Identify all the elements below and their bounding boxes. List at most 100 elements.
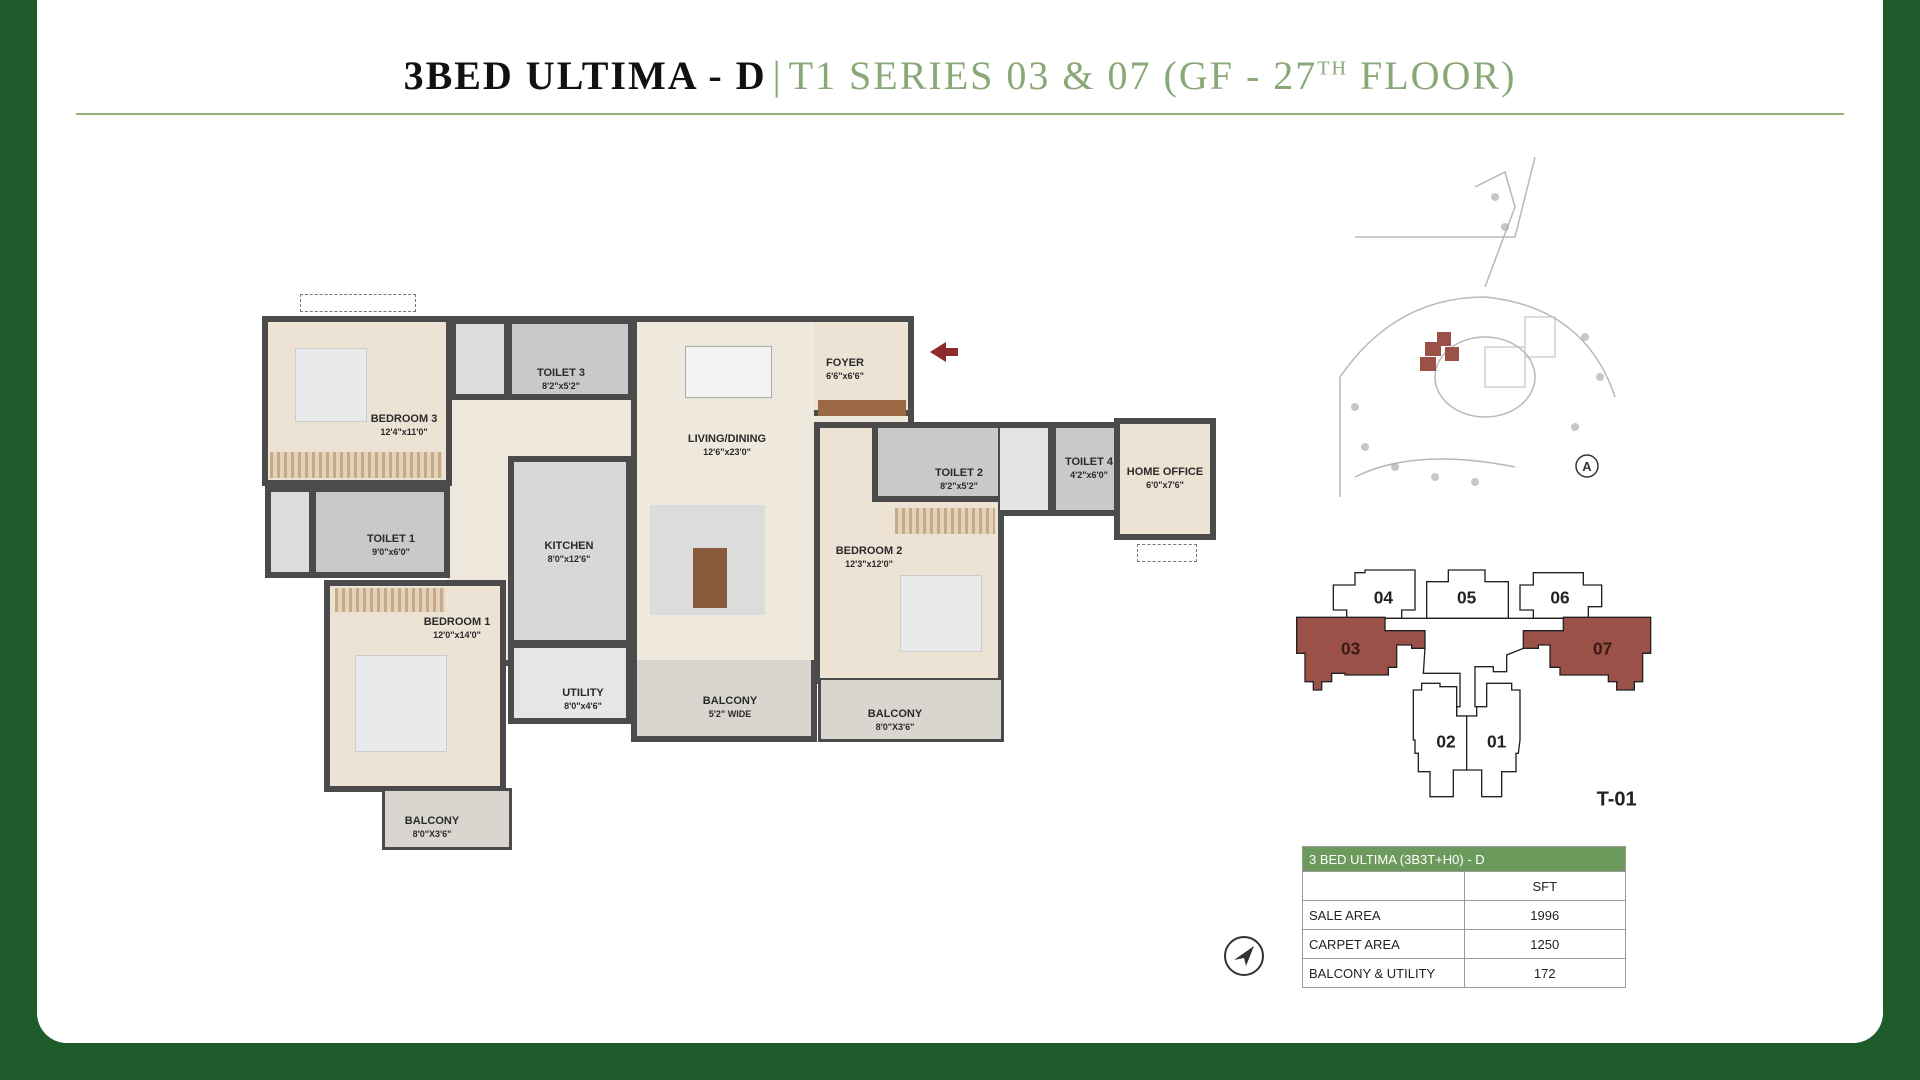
tower-label: T-01 [1597,789,1637,811]
room-name: BALCONY [867,708,923,720]
window-projection [300,294,416,312]
room-dim: 8'0"x12'6" [547,554,591,564]
room-name: KITCHEN [544,540,594,552]
area-value: 172 [1463,958,1626,988]
area-label: BALCONY & UTILITY [1302,958,1465,988]
area-value: 1996 [1463,900,1626,930]
room-toilet-3 [506,318,634,400]
dining-table [685,346,772,398]
title-tail: FLOOR) [1347,53,1517,98]
entrance-arrow-icon [930,342,958,362]
compass-icon [1224,936,1264,976]
unit-label: 01 [1487,732,1507,752]
room-name: TOILET 3 [536,367,586,379]
bed [295,348,367,422]
room-label: KITCHEN 8'0"x12'6" [545,540,594,566]
unit-label: 06 [1550,587,1570,607]
title-separator: | [772,53,783,98]
room-dim: 12'0"x14'0" [433,630,481,640]
wardrobe [335,588,445,612]
room-label: TOILET 1 9'0"x6'0" [367,533,415,559]
bed [355,655,447,752]
shower-area [450,318,510,400]
wardrobe [895,508,995,534]
room-dim: 8'2"x5'2" [542,381,580,391]
page-title: 3BED ULTIMA - D|T1 SERIES 03 & 07 (GF - … [0,52,1920,99]
area-table-header: 3 BED ULTIMA (3B3T+H0) - D [1302,846,1626,872]
room-name: TOILET 4 [1064,456,1114,468]
area-unit: SFT [1463,871,1626,901]
room-dim: 12'3"x12'0" [845,559,893,569]
room-name: BEDROOM 1 [423,616,491,628]
room-name: HOME OFFICE [1126,466,1204,478]
site-landscape [1434,336,1536,418]
room-dim: 6'0"x7'6" [1146,480,1184,490]
unit-label: 02 [1436,732,1455,752]
room-name: TOILET 2 [934,467,984,479]
console [818,400,906,416]
unit-label: 04 [1374,587,1394,607]
room-name: BEDROOM 3 [370,413,438,425]
room-dim: 12'4"x11'0" [380,427,428,437]
room-dim: 9'0"x6'0" [372,547,410,557]
title-sub: T1 SERIES 03 & 07 (GF - 27TH FLOOR) [789,53,1517,98]
room-kitchen [508,456,632,646]
room-dim: 4'2"x6'0" [1070,470,1108,480]
room-name: UTILITY [562,687,604,699]
room-name: BEDROOM 2 [835,545,903,557]
shower-area [1000,422,1054,516]
unit-03 [1296,616,1426,691]
room-name: LIVING/DINING [687,433,767,445]
room-balcony-bedroom-1 [382,788,512,850]
area-label: SALE AREA [1302,900,1465,930]
site-road [1355,156,1536,238]
room-toilet-2 [872,422,1004,502]
room-dim: 6'6"x6'6" [826,371,864,381]
window-projection [1137,544,1197,562]
title-main: 3BED ULTIMA - D [403,53,767,98]
room-label: HOME OFFICE 6'0"x7'6" [1127,466,1203,492]
room-name: TOILET 1 [366,533,416,545]
unit-07 [1522,616,1652,691]
unit-label: 03 [1341,638,1361,658]
site-plan: A [1339,156,1616,497]
room-label: BEDROOM 3 12'4"x11'0" [371,413,438,439]
unit-label: 07 [1593,638,1612,658]
site-road [1339,296,1616,497]
room-name: FOYER [826,357,864,369]
room-home-office [1114,418,1216,540]
north-icon [1575,454,1599,478]
room-utility [508,642,632,724]
room-dim: 8'0"X3'6" [875,722,915,732]
unit-02 [1412,682,1468,798]
site-road [1354,458,1516,478]
area-table-blank [1302,871,1465,901]
site-path [1474,170,1516,288]
room-balcony-bedroom-2 [818,680,1004,742]
key-plan: 04 05 06 03 07 02 01 T-01 [1296,569,1652,811]
room-label: FOYER 6'6"x6'6" [826,357,864,383]
room-label: BEDROOM 1 12'0"x14'0" [424,616,491,642]
wardrobe [270,452,442,478]
area-table: 3 BED ULTIMA (3B3T+H0) - D SFT SALE AREA… [1302,846,1626,988]
unit-01 [1466,682,1521,798]
room-balcony-living [631,660,817,742]
room-name: BALCONY [702,695,758,707]
room-label: BEDROOM 2 12'3"x12'0" [836,545,903,571]
room-toilet-1 [310,486,450,578]
unit-05 [1426,569,1509,619]
room-dim: 8'0"X3'6" [412,829,452,839]
room-label: TOILET 4 4'2"x6'0" [1065,456,1113,482]
title-divider [76,113,1844,115]
coffee-table [693,548,727,608]
unit-label: 05 [1457,587,1477,607]
title-sub-text: T1 SERIES 03 & 07 (GF - 27 [788,53,1318,98]
room-label: BALCONY 8'0"X3'6" [868,708,922,734]
room-dim: 5'2" WIDE [708,709,752,719]
